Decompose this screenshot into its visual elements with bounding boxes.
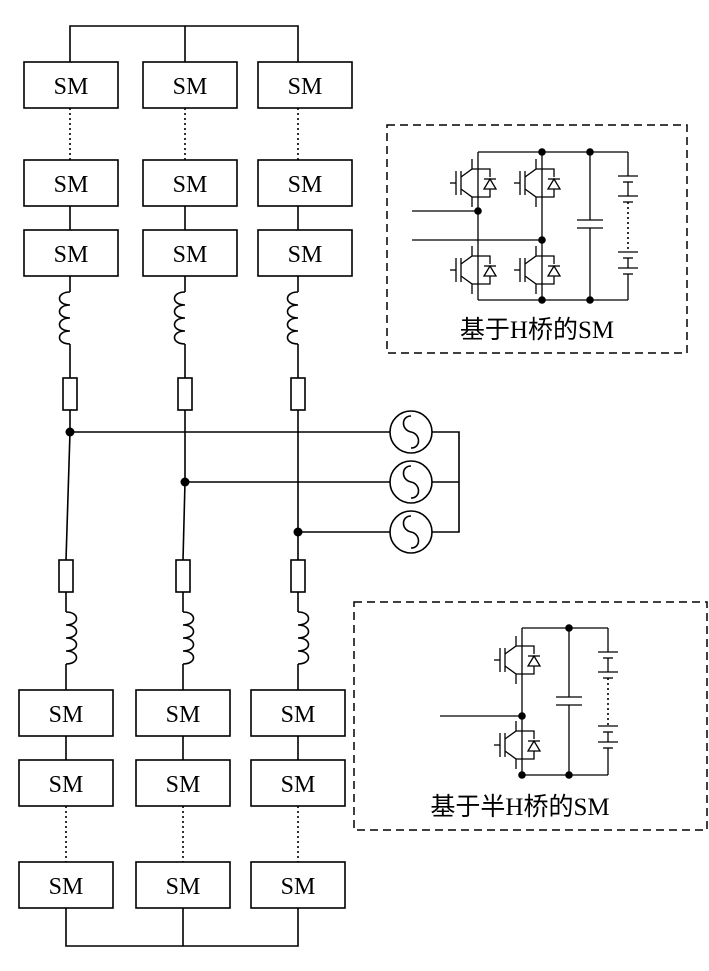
upper-arm-phase-c: SM SM SM — [257, 61, 353, 532]
arm-resistor — [290, 377, 306, 411]
half-bridge-sm-inset: 基于半H桥的SM — [353, 601, 708, 831]
submodule-label: SM — [49, 702, 84, 728]
submodule-box — [257, 159, 353, 207]
submodule-box — [23, 61, 119, 109]
submodule-box — [23, 159, 119, 207]
arm-resistor — [290, 559, 306, 593]
ac-connections — [65, 427, 390, 561]
submodule-label: SM — [281, 874, 316, 900]
submodule-label: SM — [173, 74, 208, 100]
submodule-label: SM — [281, 702, 316, 728]
submodule-label: SM — [166, 702, 201, 728]
full-bridge-sm-inset: 基于H桥的SM — [386, 124, 688, 354]
igbt-icon — [494, 636, 542, 684]
submodule-box — [142, 61, 238, 109]
submodule-box — [135, 689, 231, 737]
inset-border — [386, 124, 688, 354]
submodule-label: SM — [173, 172, 208, 198]
submodule-box — [142, 159, 238, 207]
arm-resistor — [58, 559, 74, 593]
junction-dot — [518, 712, 526, 720]
junction-dot — [474, 207, 482, 215]
battery-icon — [618, 152, 638, 300]
capacitor-icon — [556, 628, 582, 775]
submodule-label: SM — [49, 772, 84, 798]
arm-inductor — [58, 291, 71, 345]
lower-arm-phase-b: SM SM SM — [135, 559, 231, 909]
junction-dot — [538, 236, 546, 244]
ac-sources — [389, 410, 460, 554]
submodule-box — [18, 861, 114, 909]
lower-arm-phase-a: SM SM SM — [18, 559, 114, 909]
arm-inductor — [173, 291, 186, 345]
igbt-icon — [514, 246, 562, 294]
junction-dot — [538, 148, 546, 156]
junction-dot — [518, 771, 526, 779]
submodule-label: SM — [288, 172, 323, 198]
bottom-dc-bus — [65, 908, 299, 947]
igbt-icon — [514, 159, 562, 207]
submodule-label: SM — [54, 172, 89, 198]
submodule-box — [142, 229, 238, 277]
submodule-label: SM — [288, 242, 323, 268]
submodule-label: SM — [54, 74, 89, 100]
junction-dot — [538, 296, 546, 304]
submodule-label: SM — [166, 772, 201, 798]
submodule-box — [18, 689, 114, 737]
submodule-label: SM — [54, 242, 89, 268]
top-dc-bus — [69, 25, 299, 62]
arm-inductor — [65, 611, 78, 665]
submodule-box — [257, 61, 353, 109]
submodule-label: SM — [288, 74, 323, 100]
submodule-box — [23, 229, 119, 277]
submodule-label: SM — [173, 242, 208, 268]
igbt-icon — [494, 721, 542, 769]
arm-resistor — [62, 377, 78, 411]
submodule-box — [18, 759, 114, 807]
capacitor-icon — [577, 152, 603, 300]
inset-border — [353, 601, 708, 831]
submodule-box — [135, 861, 231, 909]
upper-arm-phase-b: SM SM SM — [142, 61, 238, 482]
upper-arm-phase-a: SM SM SM — [23, 61, 119, 432]
arm-resistor — [177, 377, 193, 411]
inset-caption: 基于半H桥的SM — [430, 793, 609, 821]
submodule-label: SM — [281, 772, 316, 798]
lower-arm-phase-c: SM SM SM — [250, 559, 346, 909]
inset-caption: 基于H桥的SM — [460, 316, 614, 344]
battery-icon — [598, 628, 618, 775]
submodule-box — [257, 229, 353, 277]
submodule-box — [250, 759, 346, 807]
submodule-label: SM — [49, 874, 84, 900]
arm-inductor — [297, 611, 310, 665]
submodule-box — [250, 861, 346, 909]
arm-resistor — [175, 559, 191, 593]
arm-inductor — [182, 611, 195, 665]
submodule-label: SM — [166, 874, 201, 900]
igbt-icon — [450, 159, 498, 207]
igbt-icon — [450, 246, 498, 294]
submodule-box — [250, 689, 346, 737]
arm-inductor — [286, 291, 299, 345]
